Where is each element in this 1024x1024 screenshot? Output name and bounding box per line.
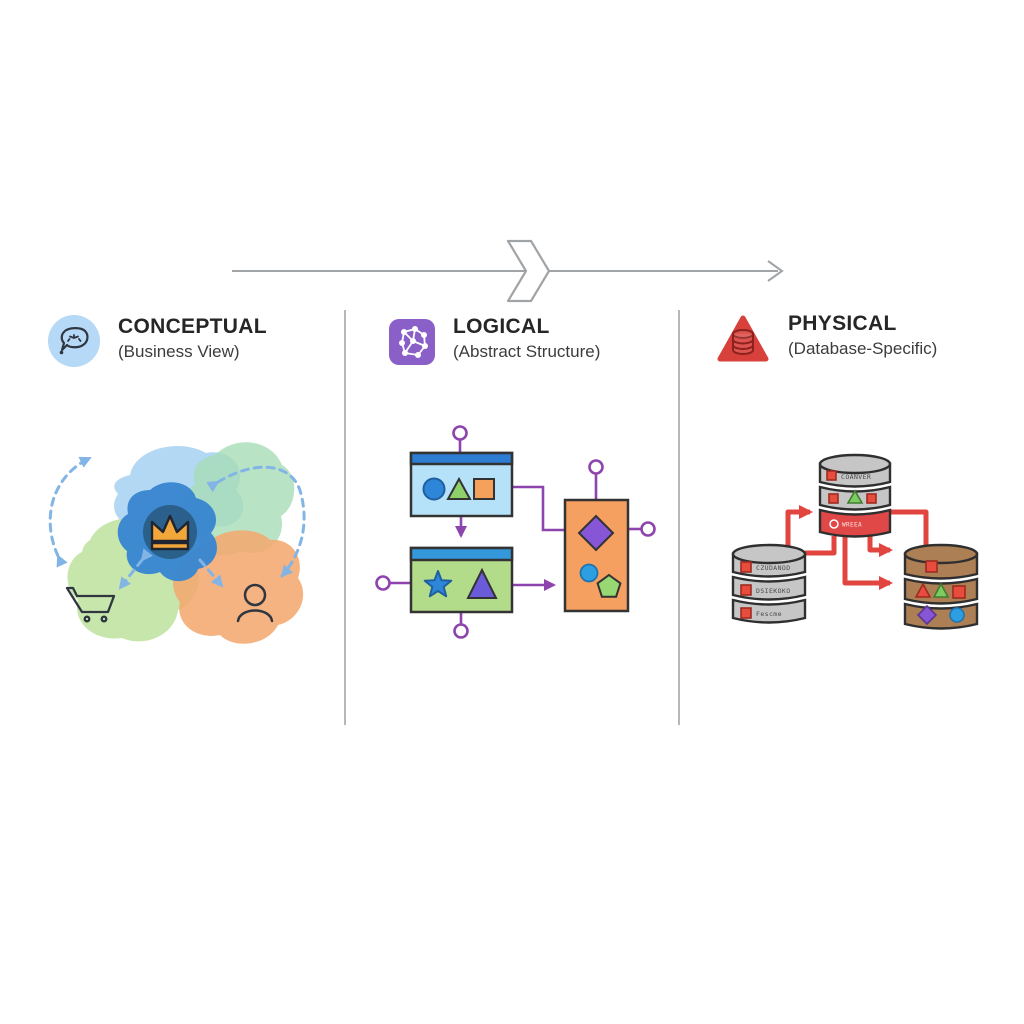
person-icon [236, 583, 274, 623]
conceptual-illustration [48, 442, 306, 644]
shape-circle-blue-small [579, 563, 599, 583]
shape-square-orange [473, 478, 495, 500]
shopping-cart-icon [65, 586, 116, 623]
dashed-arrow-person [198, 558, 224, 588]
dashed-arrow-cart [118, 548, 153, 590]
entity-box-green [409, 546, 514, 614]
conceptual-title: CONCEPTUAL [118, 315, 267, 338]
triangle-database-icon [716, 312, 770, 366]
red-arrow-left-to-top [785, 505, 813, 546]
port-orange-top [588, 459, 604, 475]
shape-circle-blue [422, 477, 446, 501]
physical-header: PHYSICAL (Database-Specific) [716, 312, 937, 366]
port-top [452, 425, 468, 441]
db-top-row-red: WREEA [842, 522, 862, 529]
red-connector-topdb-to-right [890, 509, 929, 546]
logical-header: LOGICAL (Abstract Structure) [389, 315, 600, 365]
shape-triangle-purple [466, 567, 498, 599]
column-divider-2 [678, 310, 680, 725]
port-green-left [375, 575, 391, 591]
port-green-bottom [453, 623, 469, 639]
database-left: CZUDANOD DSIEKOKO Fescme [731, 543, 807, 624]
speech-bubble-icon [48, 315, 100, 367]
flow-arrow [232, 239, 784, 303]
port-orange-right [640, 521, 656, 537]
physical-title: PHYSICAL [788, 312, 897, 335]
db-top-row-1: COANVER [841, 473, 871, 481]
column-divider-1 [344, 310, 346, 725]
shape-pentagon-green [596, 573, 622, 598]
database-top: COANVER WREEA [818, 453, 892, 538]
red-arrow-topdb-to-right-2 [842, 530, 893, 590]
physical-illustration: CZUDANOD DSIEKOKO Fescme COANVER WREEA [731, 453, 979, 630]
red-connector-left-to-topdb [805, 536, 837, 556]
shape-triangle-green [446, 476, 472, 500]
flow-arrowhead-icon [767, 260, 784, 282]
db-left-row-2: DSIEKOKO [756, 587, 791, 595]
dashed-arc-left [48, 456, 92, 568]
shape-diamond-purple [577, 514, 615, 552]
shape-star-blue [423, 570, 453, 598]
db-left-row-1: CZUDANOD [756, 564, 791, 572]
database-right [903, 543, 979, 630]
logical-subtitle: (Abstract Structure) [453, 342, 601, 362]
db-left-row-3: Fescme [756, 610, 782, 618]
conceptual-header: CONCEPTUAL (Business View) [48, 315, 267, 367]
entity-box-blue [409, 451, 514, 518]
crown-icon [150, 514, 190, 551]
connector-elbow-top-to-orange [512, 485, 565, 532]
logical-illustration [375, 425, 656, 639]
physical-subtitle: (Database-Specific) [788, 339, 938, 359]
conceptual-subtitle: (Business View) [118, 342, 240, 362]
logical-title: LOGICAL [453, 315, 550, 338]
dashed-arc-right [206, 465, 306, 578]
flow-chevron-icon [506, 239, 551, 303]
network-graph-icon [389, 319, 435, 365]
entity-box-orange [563, 498, 630, 613]
